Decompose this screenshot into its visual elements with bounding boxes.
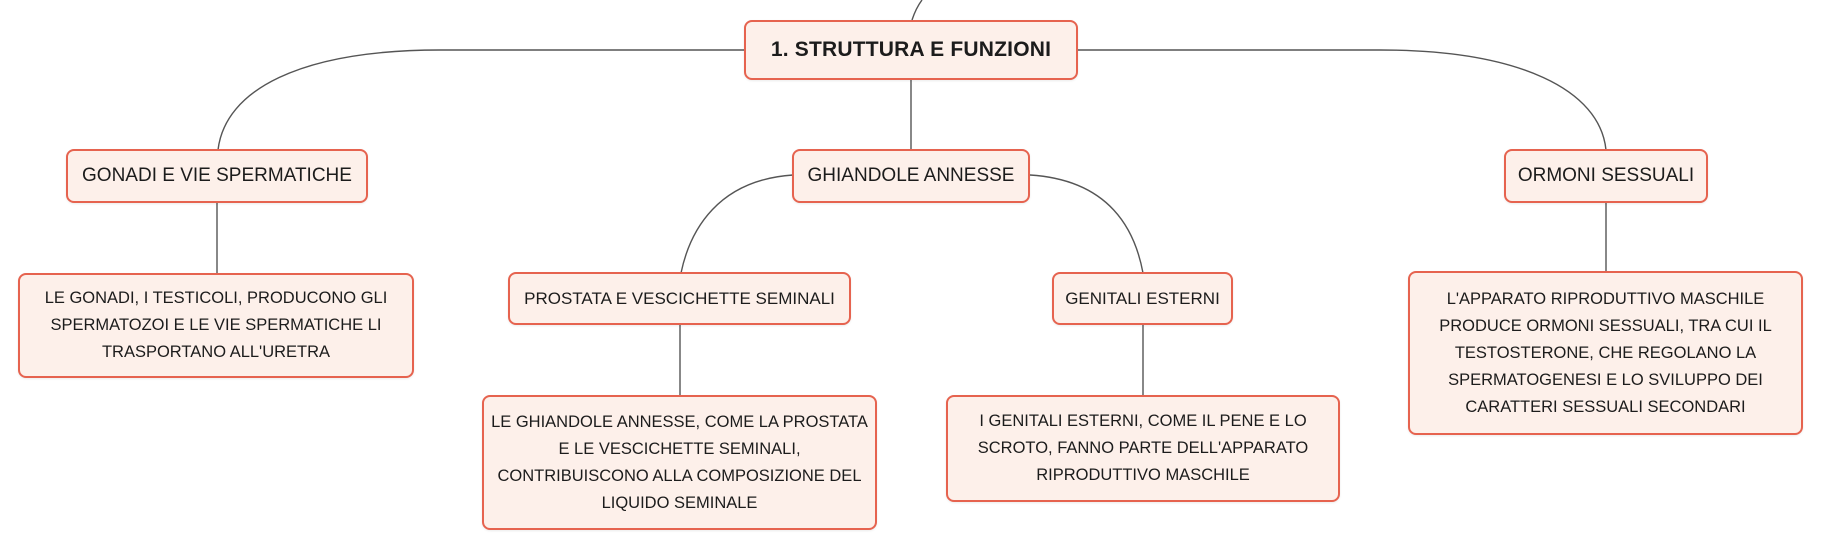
connector-root-gonadi [217, 49, 746, 151]
genitali-detail-text: I GENITALI ESTERNI, COME IL PENE E LO SC… [977, 412, 1309, 484]
topic-gonadi-label: GONADI E VIE SPERMATICHE [82, 165, 352, 186]
ormoni-detail-node[interactable]: L'APPARATO RIPRODUTTIVO MASCHILE PRODUCE… [1408, 271, 1803, 435]
connector-ghiandole-prostata [680, 174, 794, 274]
prostata-detail-text: LE GHIANDOLE ANNESSE, COME LA PROSTATA E… [491, 412, 868, 512]
ormoni-detail-text: L'APPARATO RIPRODUTTIVO MASCHILE PRODUCE… [1439, 289, 1772, 416]
connector-ghiandole-genitali [1029, 174, 1144, 274]
root-label: 1. STRUTTURA E FUNZIONI [770, 38, 1052, 61]
topic-ormoni-node[interactable]: ORMONI SESSUALI [1504, 149, 1708, 203]
subtopic-genitali-node[interactable]: GENITALI ESTERNI [1052, 272, 1233, 325]
subtopic-genitali-label: GENITALI ESTERNI [1065, 288, 1220, 308]
topic-ormoni-label: ORMONI SESSUALI [1517, 165, 1695, 186]
genitali-detail-node[interactable]: I GENITALI ESTERNI, COME IL PENE E LO SC… [946, 395, 1340, 502]
topic-gonadi-node[interactable]: GONADI E VIE SPERMATICHE [66, 149, 368, 203]
connector-root-ormoni [1076, 49, 1607, 151]
prostata-detail-node[interactable]: LE GHIANDOLE ANNESSE, COME LA PROSTATA E… [482, 395, 877, 530]
gonadi-detail-node[interactable]: LE GONADI, I TESTICOLI, PRODUCONO GLI SP… [18, 273, 414, 378]
topic-ghiandole-node[interactable]: GHIANDOLE ANNESSE [792, 149, 1030, 203]
connector-parent-root [911, 0, 923, 21]
subtopic-prostata-label: PROSTATA E VESCICHETTE SEMINALI [524, 288, 835, 308]
gonadi-detail-text: LE GONADI, I TESTICOLI, PRODUCONO GLI SP… [44, 289, 388, 361]
root-node[interactable]: 1. STRUTTURA E FUNZIONI [744, 20, 1078, 80]
topic-ghiandole-label: GHIANDOLE ANNESSE [807, 165, 1015, 186]
subtopic-prostata-node[interactable]: PROSTATA E VESCICHETTE SEMINALI [508, 272, 851, 325]
